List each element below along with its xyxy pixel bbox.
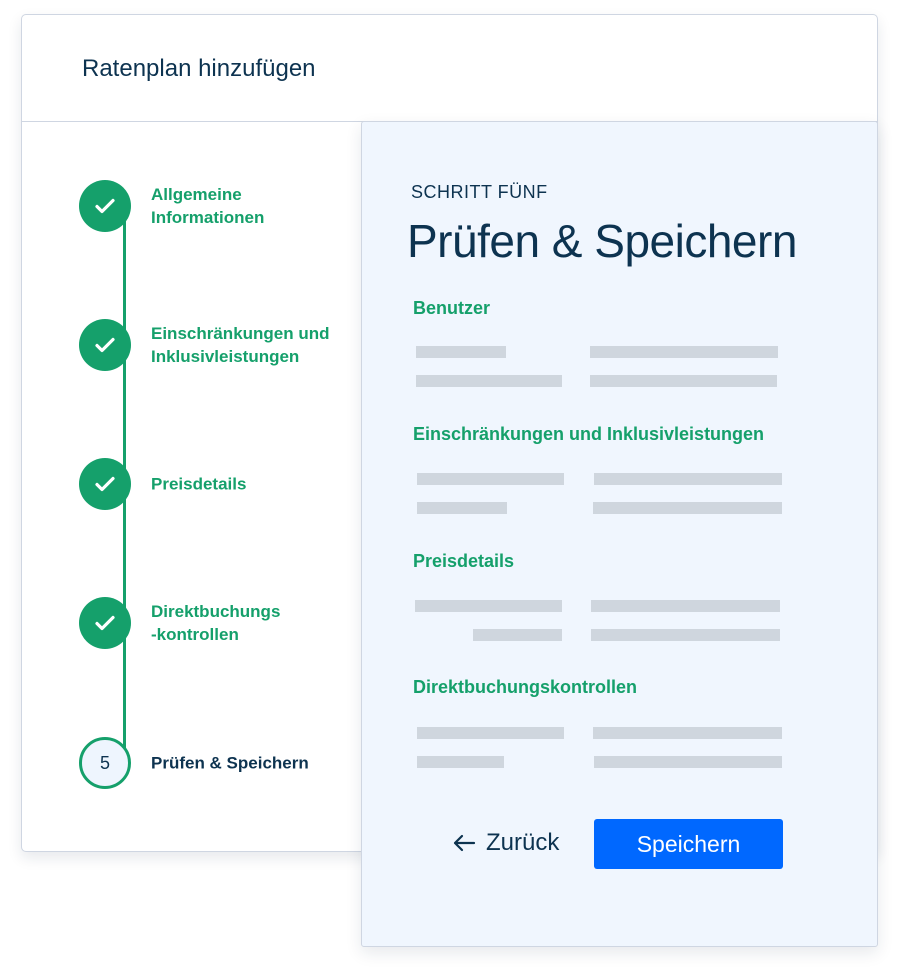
step-complete-badge [79,319,131,371]
section-title-price-details: Preisdetails [413,551,515,571]
placeholder-bar [590,375,777,387]
step-label: Preisdetails [151,473,361,496]
step-label-line: Allgemeine [151,185,242,204]
section-title-users: Benutzer [413,298,491,318]
step-complete-badge [79,597,131,649]
placeholder-bar [593,727,782,739]
wizard-stepper: Allgemeine Informationen Einschränkungen… [22,122,362,852]
check-icon [95,615,115,631]
step-label-line: Preisdetails [151,474,247,494]
step-direct-booking-controls[interactable]: Direktbuchungs -kontrollen [79,597,369,649]
card-header: Ratenplan hinzufügen [22,15,877,122]
back-button[interactable]: Zurück [452,819,559,867]
step-label: Allgemeine Informationen [151,183,361,229]
step-complete-badge [79,180,131,232]
placeholder-bar [417,473,564,485]
step-label: Einschränkungen und Inklusivleistungen [151,322,361,368]
review-title: Prüfen & Speichern [407,215,797,267]
check-icon [95,476,115,492]
save-button[interactable]: Speichern [594,819,783,869]
check-icon [95,198,115,214]
placeholder-bar [591,600,780,612]
placeholder-bar [591,629,780,641]
arrow-left-icon [453,834,476,852]
step-label-line: Informationen [151,208,265,227]
step-label: Direktbuchungs -kontrollen [151,600,361,646]
placeholder-bar [416,346,506,358]
review-panel: SCHRITT FÜNF Prüfen & Speichern Benutzer… [361,121,878,947]
back-button-label: Zurück [486,829,560,856]
placeholder-bar [473,629,562,641]
step-complete-badge [79,458,131,510]
section-title-restrictions: Einschränkungen und Inklusivleistungen [413,424,765,444]
placeholder-bar [417,756,504,768]
placeholder-bar [593,502,782,514]
step-label-line: Einschränkungen und [151,324,330,343]
step-label-line: -kontrollen [151,625,239,644]
step-label: Prüfen & Speichern [151,752,361,775]
placeholder-bar [594,473,782,485]
placeholder-bar [416,375,562,387]
step-label-line: Prüfen & Speichern [151,753,309,773]
placeholder-bar [594,756,782,768]
step-restrictions-inclusions[interactable]: Einschränkungen und Inklusivleistungen [79,319,369,371]
step-general-info[interactable]: Allgemeine Informationen [79,180,369,232]
placeholder-bar [415,600,562,612]
placeholder-bar [417,502,507,514]
step-eyebrow: SCHRITT FÜNF [411,182,548,202]
check-icon [95,337,115,353]
card-title: Ratenplan hinzufügen [82,55,316,82]
step-label-line: Direktbuchungs [151,602,281,621]
step-review-save[interactable]: 5 Prüfen & Speichern [79,737,369,789]
step-number: 5 [99,752,110,773]
step-price-details[interactable]: Preisdetails [79,458,369,510]
placeholder-bar [417,727,564,739]
placeholder-bar [590,346,778,358]
step-current-badge: 5 [79,737,131,789]
section-title-direct-booking: Direktbuchungskontrollen [413,677,638,697]
step-label-line: Inklusivleistungen [151,347,300,366]
